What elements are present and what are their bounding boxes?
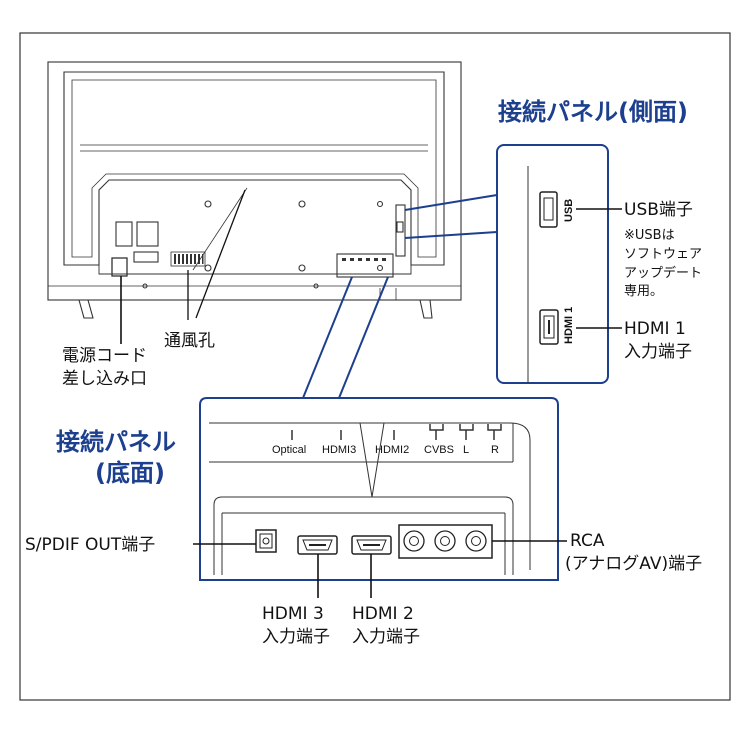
tv-side-port (396, 221, 404, 233)
hdmi1-port-label: HDMI 1 (563, 307, 575, 344)
optical-port (255, 529, 277, 553)
vent-callout: 通風孔 (164, 189, 246, 351)
tv-upper-panel (63, 71, 445, 266)
usb-callout-label: USB端子 (624, 200, 693, 220)
screw-hole (313, 283, 319, 289)
hdmi1-port (539, 309, 559, 345)
hdmi2-callout-line2: 入力端子 (352, 627, 420, 647)
rca-callout-line2: (アナログAV)端子 (565, 554, 702, 574)
l-label: L (463, 444, 469, 456)
side-panel-leader (404, 231, 498, 239)
side-panel-title: 接続パネル(側面) (498, 98, 688, 126)
screw-hole (142, 283, 148, 289)
hdmi2-callout-line1: HDMI 2 (352, 604, 414, 624)
tv-foot (78, 299, 94, 319)
bottom-panel-box (199, 397, 559, 581)
tv-block (133, 251, 159, 263)
side-panel-box (496, 144, 609, 384)
screw-hole (298, 264, 306, 272)
tv-upper-panel-inner (71, 79, 437, 258)
screw-hole (204, 200, 212, 208)
tv-bottom-panel-ports (342, 258, 386, 261)
power-label-line2: 差し込み口 (62, 369, 147, 389)
tv-block (136, 221, 159, 247)
tv-lower-bump (98, 265, 412, 275)
rca-callout-line1: RCA (570, 531, 605, 551)
tv-foot (419, 299, 433, 319)
outer-frame (19, 32, 731, 701)
hdmi2-label: HDMI2 (375, 444, 409, 456)
tv-side-panel (395, 204, 406, 257)
screw-hole (298, 200, 306, 208)
side-panel-leader (404, 194, 498, 211)
power-callout: 電源コード 差し込み口 (62, 276, 147, 389)
r-label: R (491, 444, 499, 456)
tv-body-outline (47, 61, 462, 301)
hdmi3-callout-line1: HDMI 3 (262, 604, 324, 624)
usb-port-label: USB (563, 199, 575, 222)
optical-label: Optical (272, 444, 306, 456)
screw-hole (204, 264, 212, 272)
spdif-callout-label: S/PDIF OUT端子 (25, 535, 155, 555)
power-inlet (111, 257, 128, 277)
bottom-panel-leader (338, 276, 389, 399)
label-ticks (291, 424, 502, 440)
bottom-panel-leader (302, 276, 353, 399)
tv-block (115, 221, 133, 247)
usb-note-line2: ソフトウェア (624, 247, 702, 262)
hdmi1-callout-line1: HDMI 1 (624, 319, 686, 339)
bottom-panel-title-line1: 接続パネル (56, 428, 176, 456)
screw-hole (376, 200, 384, 208)
hdmi3-label: HDMI3 (322, 444, 356, 456)
usb-note-line3: アップデート (624, 265, 702, 281)
hdmi1-callout-line2: 入力端子 (624, 342, 692, 362)
bottom-panel-title-line2: (底面) (95, 459, 165, 487)
tv-stand-mount (379, 288, 397, 301)
usb-note-line1: ※USBは (624, 228, 675, 243)
cvbs-label: CVBS (424, 444, 454, 456)
vent-grille (170, 251, 206, 267)
hdmi3-callout-line2: 入力端子 (262, 627, 330, 647)
tv-back-illustration (47, 61, 462, 319)
tv-bottom-panel (336, 253, 394, 278)
vent-label: 通風孔 (164, 331, 215, 351)
tv-reflection-line (192, 187, 248, 271)
usb-port (539, 191, 558, 228)
label-strip (209, 422, 531, 570)
screw-hole (376, 264, 384, 272)
usb-note-line4: 専用。 (624, 284, 663, 299)
power-label-line1: 電源コード (62, 346, 147, 366)
